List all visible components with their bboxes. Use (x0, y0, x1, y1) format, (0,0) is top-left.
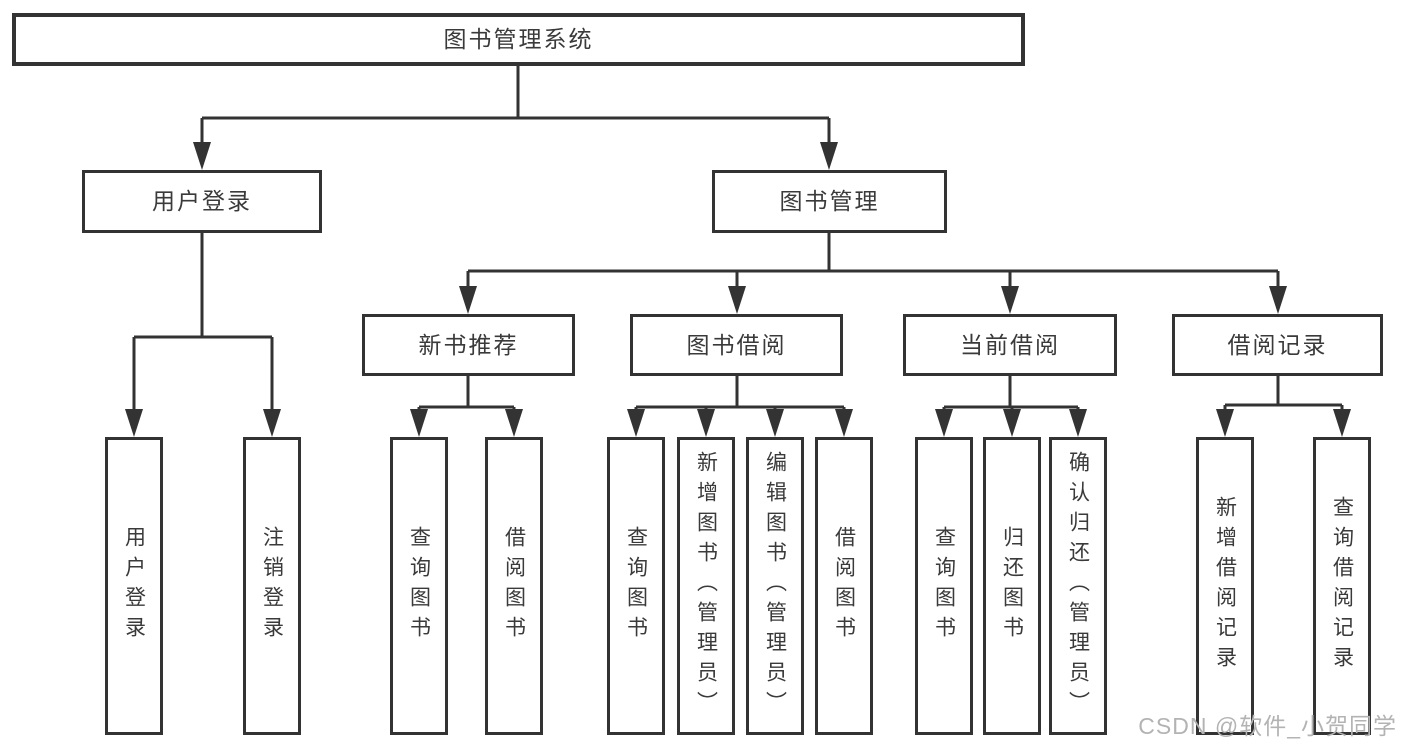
node-root: 图书管理系统 (12, 13, 1025, 66)
node-book-management: 图书管理 (712, 170, 947, 233)
node-current-borrowing-label: 当前借阅 (960, 331, 1060, 358)
connector-book-management-to-level3 (459, 233, 1287, 314)
leaf-return-books: 归还图书 (983, 437, 1041, 735)
leaf-add-books-admin-label: 新增图书（管理员） (694, 451, 718, 721)
leaf-query-books-recommend-label: 查询图书 (407, 526, 431, 646)
node-new-book-recommendation-label: 新书推荐 (418, 331, 519, 358)
leaf-edit-books-admin-label: 编辑图书（管理员） (763, 451, 787, 721)
leaf-borrow-books-borrowing-label: 借阅图书 (832, 526, 856, 646)
connector-root-to-level2 (193, 66, 838, 170)
leaf-borrow-books-recommend-label: 借阅图书 (502, 526, 526, 646)
leaf-query-books-current-label: 查询图书 (932, 526, 956, 646)
node-user-login: 用户登录 (82, 170, 322, 233)
leaf-query-books-current: 查询图书 (915, 437, 973, 735)
connector-current-borrowing-to-leaves (935, 376, 1087, 437)
leaf-add-borrow-record-label: 新增借阅记录 (1213, 496, 1237, 676)
leaf-user-login: 用户登录 (105, 437, 163, 735)
connector-book-borrowing-to-leaves (627, 376, 853, 437)
leaf-user-login-label: 用户登录 (122, 526, 146, 646)
leaf-query-borrow-record-label: 查询借阅记录 (1330, 496, 1354, 676)
node-borrowing-records: 借阅记录 (1172, 314, 1383, 376)
leaf-query-books-recommend: 查询图书 (390, 437, 448, 735)
node-root-label: 图书管理系统 (443, 26, 594, 52)
leaf-query-borrow-record: 查询借阅记录 (1313, 437, 1371, 735)
connector-borrowing-records-to-leaves (1216, 376, 1351, 437)
node-new-book-recommendation: 新书推荐 (362, 314, 575, 376)
leaf-add-borrow-record: 新增借阅记录 (1196, 437, 1254, 735)
node-book-management-label: 图书管理 (779, 188, 880, 214)
leaf-borrow-books-borrowing: 借阅图书 (815, 437, 873, 735)
leaf-edit-books-admin: 编辑图书（管理员） (746, 437, 804, 735)
leaf-logout-label: 注销登录 (260, 526, 284, 646)
connector-user-login-to-leaves (125, 233, 281, 437)
leaf-confirm-return-admin-label: 确认归还（管理员） (1066, 451, 1090, 721)
node-user-login-label: 用户登录 (152, 188, 252, 214)
node-book-borrowing-label: 图书借阅 (686, 331, 787, 358)
leaf-logout: 注销登录 (243, 437, 301, 735)
leaf-add-books-admin: 新增图书（管理员） (677, 437, 735, 735)
leaf-return-books-label: 归还图书 (1000, 526, 1024, 646)
leaf-borrow-books-recommend: 借阅图书 (485, 437, 543, 735)
connector-new-book-recommendation-to-leaves (410, 376, 523, 437)
node-borrowing-records-label: 借阅记录 (1227, 331, 1328, 358)
node-current-borrowing: 当前借阅 (903, 314, 1117, 376)
leaf-query-books-borrowing: 查询图书 (607, 437, 665, 735)
leaf-confirm-return-admin: 确认归还（管理员） (1049, 437, 1107, 735)
csdn-watermark: CSDN @软件_小贺同学 (1138, 713, 1397, 739)
node-book-borrowing: 图书借阅 (630, 314, 843, 376)
leaf-query-books-borrowing-label: 查询图书 (624, 526, 648, 646)
